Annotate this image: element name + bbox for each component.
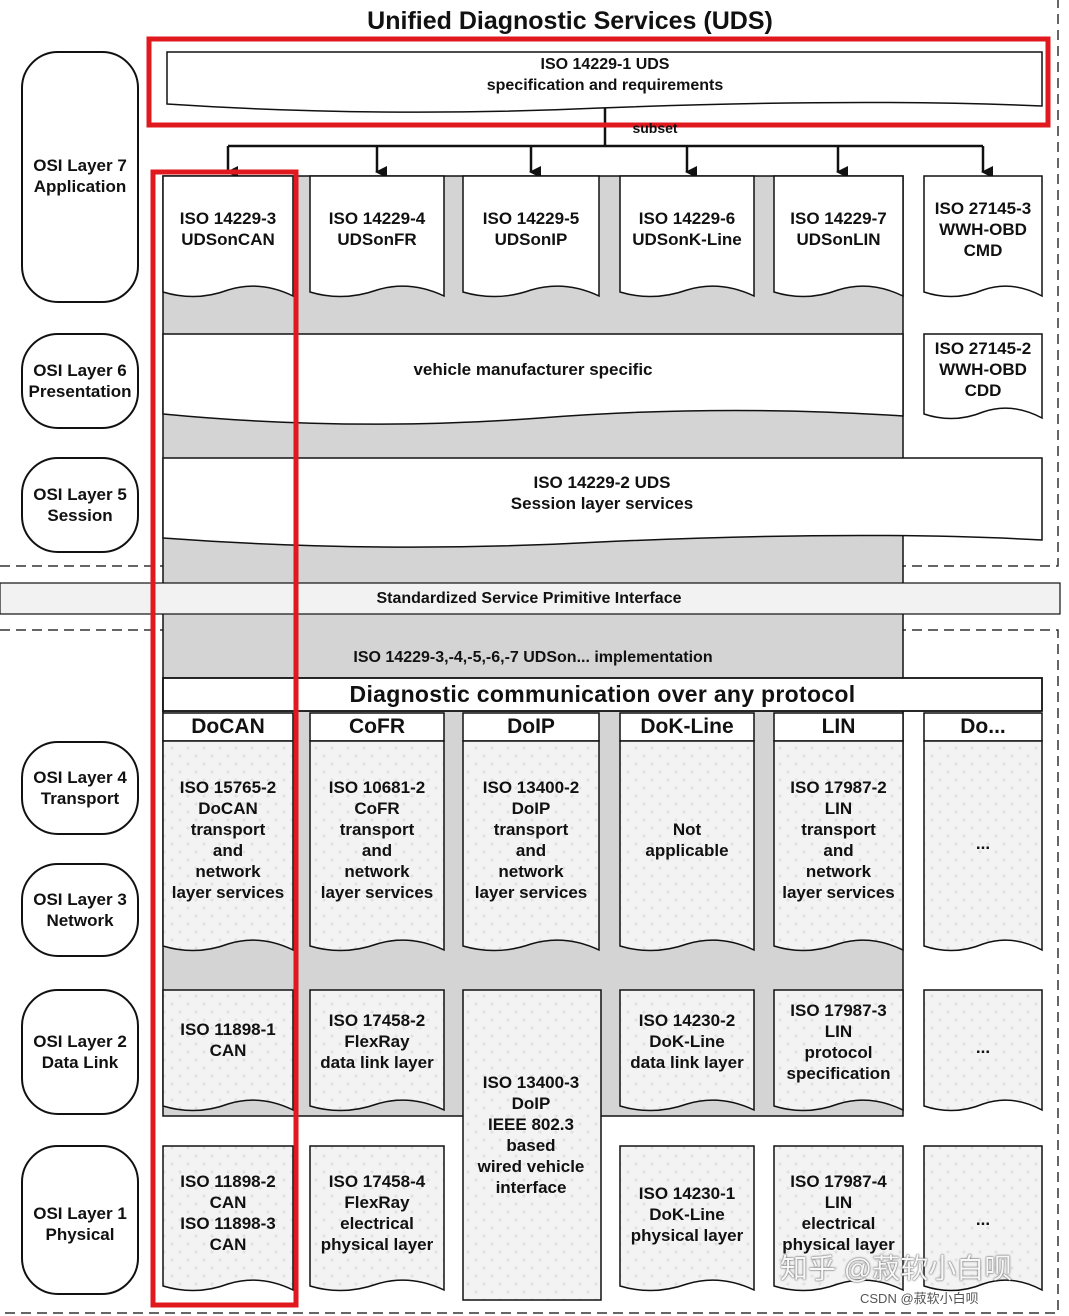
doc-shape-physical-can: [162, 1145, 294, 1292]
osi-pill-l7: [21, 51, 139, 303]
doc-shape-transport-docan: [162, 740, 294, 952]
osi-pill-l2: [21, 989, 139, 1115]
zhihu-watermark: 知乎 @菽软小白呗: [780, 1253, 1013, 1284]
doc-shape-datalink-can: [162, 989, 294, 1112]
doc-shape-udsonfr: [309, 175, 445, 298]
presentation-banner-shape: [162, 333, 904, 425]
app-doc-udsonip: ISO 14229-5 UDSonIP: [482, 209, 580, 249]
datalink-doc-dokline: ISO 14230-2 DoK-Line data link layer: [630, 1010, 744, 1072]
app-doc-udsonlin: ISO 14229-7 UDSonLIN: [790, 209, 887, 249]
doc-shape-datalink-do-more: [923, 989, 1043, 1112]
diagram-title: Unified Diagnostic Services (UDS): [367, 7, 773, 35]
proto-name-doip: DoIP: [507, 715, 555, 738]
transport-doc-doip: ISO 13400-2 DoIP transport and network l…: [474, 778, 588, 902]
transport-doc-lin: ISO 17987-2 LIN transport and network la…: [782, 778, 895, 902]
osi-label-l4: OSI Layer 4 Transport: [33, 768, 127, 808]
physical-doc-can: ISO 11898-2 CAN ISO 11898-3 CAN: [180, 1172, 276, 1254]
proto-box-dokline: [619, 712, 755, 742]
spec-box-label: ISO 14229-1 UDS specification and requir…: [486, 56, 724, 94]
proto-box-docan: [162, 712, 294, 742]
doc-shape-udsonlin: [773, 175, 904, 298]
protocol-heading: Diagnostic communication over any protoc…: [349, 681, 856, 707]
doc-shape-wwh-obd-cdd: [923, 333, 1043, 420]
doc-shape-physical-dokline: [619, 1145, 755, 1292]
transport-doc-cofr: ISO 10681-2 CoFR transport and network l…: [320, 778, 434, 902]
interface-bar-label: Standardized Service Primitive Interface: [376, 590, 682, 607]
doc-shape-physical-do-more: [923, 1145, 1043, 1292]
session-label: ISO 14229-2 UDS Session layer services: [510, 473, 694, 513]
transport-doc-dokline: Not applicable: [645, 820, 729, 860]
doc-shape-physical-lin: [773, 1145, 904, 1292]
doc-shape-transport-do-more: [923, 740, 1043, 952]
proto-box-cofr: [309, 712, 445, 742]
osi-pill-l5: [21, 457, 139, 553]
app-doc-wwh-obd-cmd: ISO 27145-3 WWH-OBD CMD: [934, 198, 1032, 260]
osi-label-l7: OSI Layer 7 Application: [33, 156, 127, 196]
physical-doc-do-more: ...: [975, 1209, 991, 1229]
proto-name-lin: LIN: [821, 715, 856, 738]
osi-pill-l6: [21, 333, 139, 429]
doc-shape-physical-flexray: [309, 1145, 445, 1292]
osi-label-l2: OSI Layer 2 Data Link: [33, 1032, 127, 1072]
spec-banner-shape: [166, 51, 1043, 113]
app-doc-udsonkline: ISO 14229-6 UDSonK-Line: [632, 209, 742, 249]
osi-label-l3: OSI Layer 3 Network: [33, 890, 127, 930]
presentation-side-doc: ISO 27145-2 WWH-OBD CDD: [934, 338, 1032, 400]
protocol-heading-shape: [162, 677, 1043, 712]
osi-label-l5: OSI Layer 5 Session: [33, 485, 127, 525]
highlight-spec-frame: [146, 36, 1051, 128]
osi-label-l1: OSI Layer 1 Physical: [33, 1204, 127, 1244]
datalink-doc-flexray: ISO 17458-2 FlexRay data link layer: [320, 1010, 434, 1072]
proto-name-cofr: CoFR: [349, 715, 405, 738]
proto-box-doip: [462, 712, 600, 742]
interface-bar-shape: [0, 582, 1061, 615]
osi-pill-l3: [21, 863, 139, 957]
osi-pill-l1: [21, 1145, 139, 1295]
app-doc-udsonfr: ISO 14229-4 UDSonFR: [328, 209, 426, 249]
subset-label: subset: [632, 120, 678, 136]
doc-shape-udsonkline: [619, 175, 755, 298]
app-doc-udsoncan: ISO 14229-3 UDSonCAN: [179, 209, 277, 249]
proto-name-docan: DoCAN: [191, 715, 265, 738]
doc-shape-transport-cofr: [309, 740, 445, 952]
doc-shape-datalink-dokline: [619, 989, 755, 1112]
doc-shape-wwh-obd-cmd: [923, 175, 1043, 298]
doc-shape-transport-doip: [462, 740, 600, 952]
osi-label-l6: OSI Layer 6 Presentation: [28, 361, 132, 401]
transport-doc-docan: ISO 15765-2 DoCAN transport and network …: [171, 778, 285, 902]
implementation-label: ISO 14229-3,-4,-5,-6,-7 UDSon... impleme…: [353, 648, 713, 666]
doc-shape-transport-lin: [773, 740, 904, 952]
doc-shape-datalink-flexray: [309, 989, 445, 1112]
physical-doc-lin: ISO 17987-4 LIN electrical physical laye…: [782, 1172, 895, 1254]
doc-shape-transport-dokline: [619, 740, 755, 952]
datalink-doc-lin: ISO 17987-3 LIN protocol specification: [786, 1001, 891, 1083]
datalink-doc-can: ISO 11898-1 CAN: [180, 1020, 276, 1060]
physical-doc-dokline: ISO 14230-1 DoK-Line physical layer: [630, 1183, 744, 1245]
presentation-label: vehicle manufacturer specific: [413, 359, 653, 379]
osi-pill-l4: [21, 741, 139, 835]
highlight-docan-column-frame: [150, 169, 299, 1308]
doc-shape-udsonip: [462, 175, 600, 298]
proto-name-dokline: DoK-Line: [640, 715, 734, 738]
datalink-doc-do-more: ...: [975, 1037, 991, 1057]
doc-shape-udsoncan: [162, 175, 294, 298]
doc-shape-doip-wired: [462, 989, 602, 1301]
doc-shape-datalink-lin: [773, 989, 904, 1112]
transport-doc-do-more: ...: [975, 833, 991, 853]
physical-doc-flexray: ISO 17458-4 FlexRay electrical physical …: [320, 1172, 434, 1254]
proto-name-do-more: Do...: [960, 715, 1006, 738]
csdn-watermark: CSDN @菽软小白呗: [860, 1291, 979, 1306]
doip-wired-interface-doc: ISO 13400-3 DoIP IEEE 802.3 based wired …: [477, 1073, 585, 1197]
